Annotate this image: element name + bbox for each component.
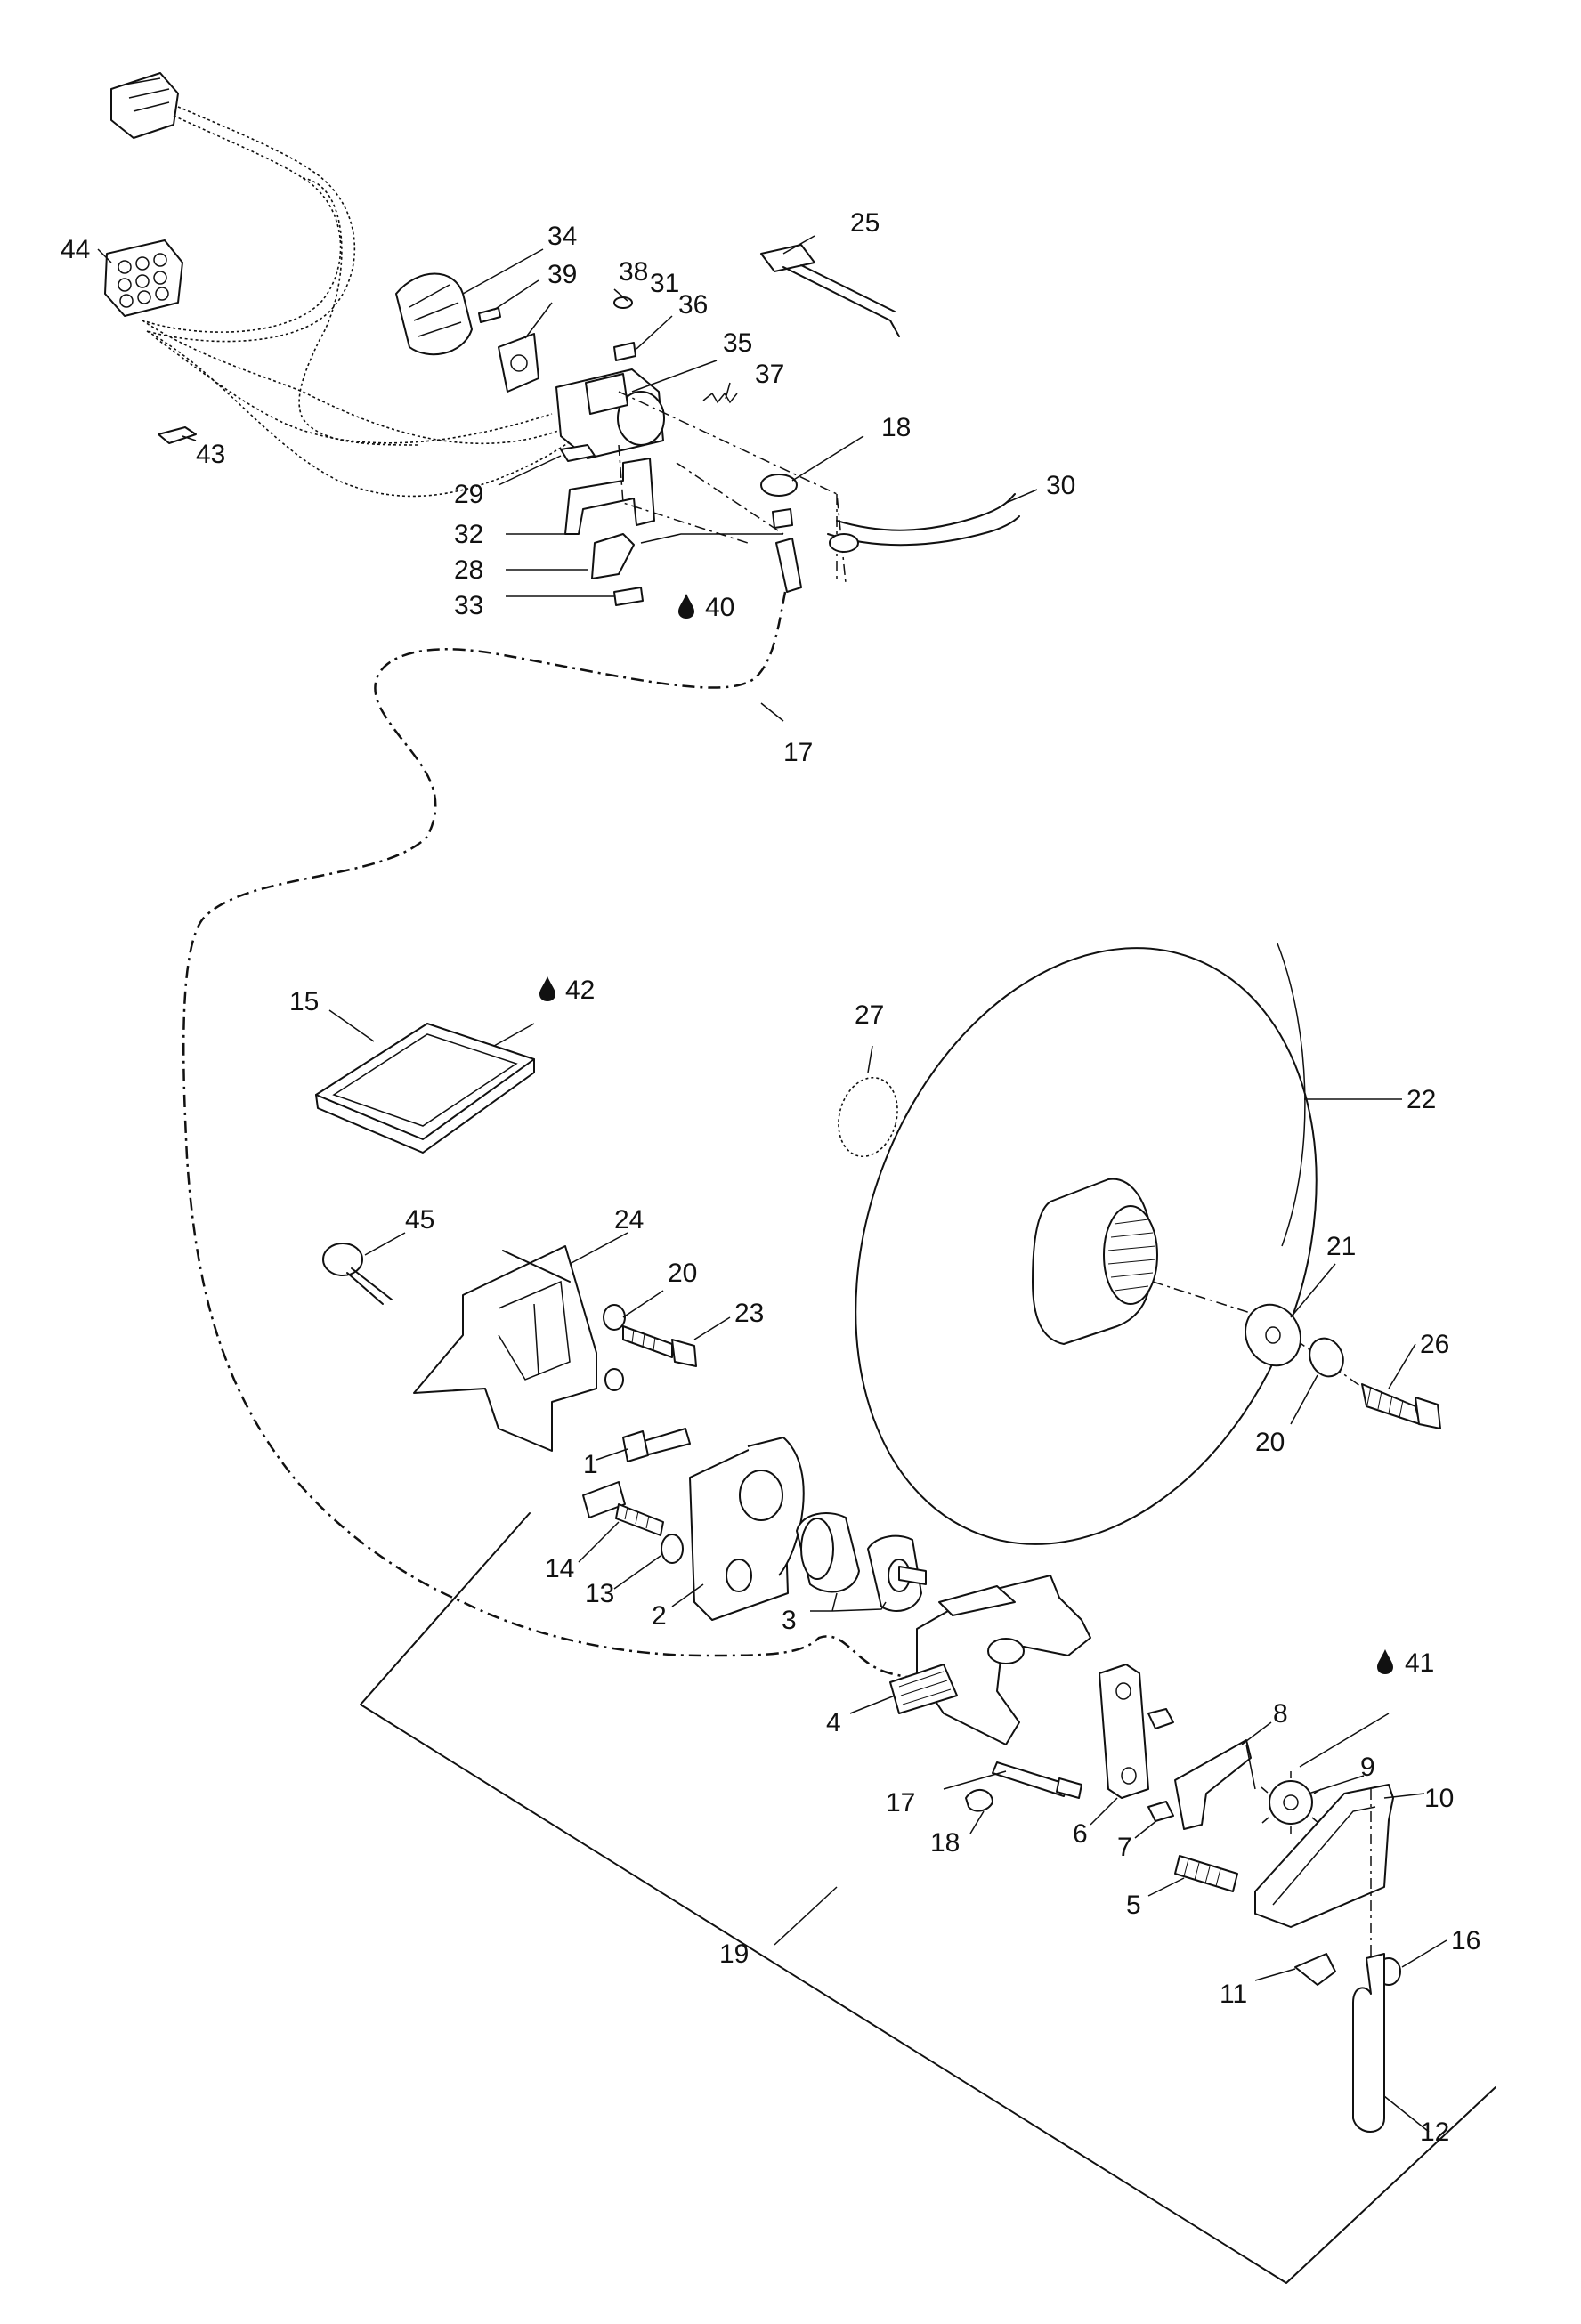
callout-24: 24 [614,1205,644,1235]
callout-20: 20 [1255,1428,1285,1457]
callout-41: 41 [1405,1648,1434,1678]
oil-drop-icon [1377,1649,1393,1674]
callout-13: 13 [585,1579,614,1608]
link-6 [1099,1664,1149,1799]
callout-4: 4 [826,1708,841,1737]
clip-18 [965,1789,993,1812]
callout-31: 31 [650,269,679,298]
callout-25: 25 [850,208,880,238]
leader-lines [97,235,1447,2133]
oil-drop-icon [539,976,555,1001]
callout-28: 28 [454,555,483,585]
disc-22 [855,943,1318,1545]
callout-43: 43 [196,440,225,469]
callout-35: 35 [723,328,752,358]
callout-42: 42 [565,976,595,1005]
callout-14: 14 [545,1554,574,1583]
clip-45 [322,1243,393,1305]
callout-3: 3 [782,1606,797,1635]
callout-30: 30 [1046,471,1075,500]
callout-22: 22 [1407,1085,1436,1114]
callout-33: 33 [454,591,483,620]
callout-labels: 44 43 34 39 38 31 36 35 37 25 18 30 29 3… [61,208,1480,2147]
oil-drop-icon [678,594,694,619]
callout-26: 26 [1420,1330,1449,1359]
callout-5: 5 [1126,1891,1141,1920]
callout-2: 2 [652,1601,667,1631]
callout-45: 45 [405,1205,434,1235]
washer-13 [661,1534,684,1564]
callout-6: 6 [1073,1819,1088,1849]
callout-38: 38 [619,257,648,287]
wiring-harness [104,72,606,498]
callout-37: 37 [755,360,784,389]
sprocket-9 [1261,1771,1322,1834]
throttle-part-25 [760,244,900,337]
bolt-14 [582,1481,664,1536]
callout-36: 36 [678,290,708,320]
callout-39: 39 [547,260,577,289]
switch-assembly [395,272,847,606]
parts-3 [796,1512,927,1612]
callout-27: 27 [855,1000,884,1030]
callout-18: 18 [881,413,911,442]
callout-17: 17 [886,1788,915,1818]
callout-19: 19 [719,1939,749,1969]
callout-10: 10 [1424,1784,1454,1813]
callout-21: 21 [1326,1232,1356,1261]
callout-40: 40 [705,593,734,622]
bracket-24 [413,1245,697,1452]
callout-23: 23 [734,1299,764,1328]
ring-27 [838,1076,898,1158]
callout-9: 9 [1360,1753,1375,1782]
bolt-1 [622,1428,691,1462]
base-outline-19 [360,1512,1496,2284]
arm-10 [1254,1784,1394,1958]
callout-34: 34 [547,222,577,251]
part-11 [1294,1953,1336,1986]
spring-5 [1174,1855,1238,1892]
housing-2 [689,1437,805,1621]
lever-8 [1174,1739,1256,1830]
nut-7b [1147,1801,1174,1822]
rod-17 [992,1761,1082,1799]
callout-20: 20 [668,1259,697,1288]
callout-29: 29 [454,480,483,509]
disc-fasteners [1152,1281,1441,1429]
pad-15 [315,1023,535,1154]
callout-44: 44 [61,235,90,264]
callout-16: 16 [1451,1926,1480,1956]
bracket-4 [889,1575,1091,1745]
callout-15: 15 [289,987,319,1016]
control-cable-17 [182,591,998,1681]
callout-8: 8 [1273,1699,1288,1729]
callout-17: 17 [783,738,813,767]
cable-30 [827,493,1020,553]
callout-11: 11 [1220,1980,1247,2009]
nut-7a [1147,1708,1174,1729]
handle-12 [1352,1953,1385,2133]
callout-18: 18 [930,1828,960,1858]
callout-7: 7 [1117,1833,1132,1862]
callout-1: 1 [583,1450,598,1479]
callout-32: 32 [454,520,483,549]
callout-12: 12 [1420,2118,1449,2147]
